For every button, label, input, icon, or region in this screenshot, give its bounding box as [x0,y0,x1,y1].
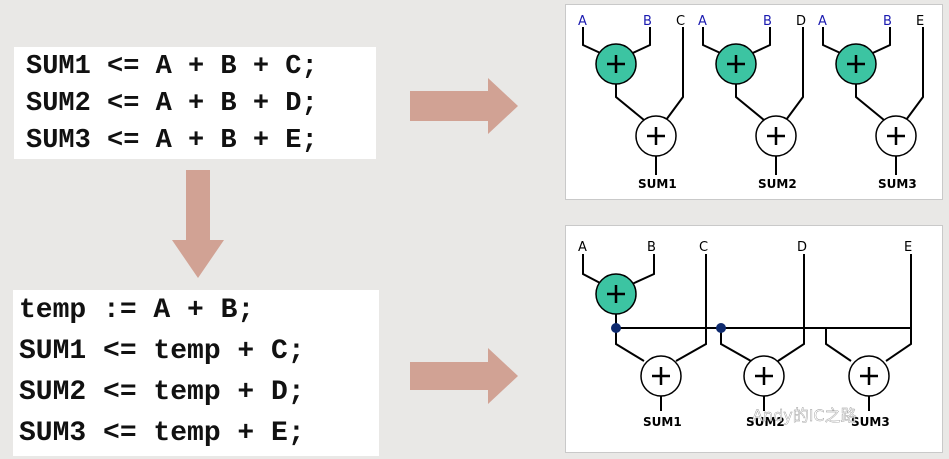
input-label-a: A [578,240,587,255]
output-label-sum2: SUM2 [758,177,797,191]
input-label-a: A [698,14,707,29]
right-arrow-icon [410,78,518,134]
adder-sum1 [640,355,682,397]
down-arrow-icon [172,170,224,278]
code-line: SUM1 <= A + B + C; [26,52,318,82]
adder-temp [595,273,637,315]
code-line: SUM1 <= temp + C; [19,336,305,367]
right-arrow-icon [410,348,518,404]
output-label-sum1: SUM1 [638,177,677,191]
junction-dot [716,323,726,333]
input-label-a: A [818,14,827,29]
code-line: SUM2 <= temp + D; [19,377,305,408]
adder-sum2 [755,115,797,157]
input-label-e: E [916,14,924,29]
output-label-sum3: SUM3 [851,415,890,429]
adder-sum1 [635,115,677,157]
adder-ab-3 [835,43,877,85]
input-label-b: B [883,14,892,29]
input-label-d: D [797,240,807,255]
input-label-c: C [699,240,708,255]
diagram-shared-adder: A B C D E SUM1 SUM2 SUM3 [565,225,943,453]
output-label-sum2: SUM2 [746,415,785,429]
input-label-d: D [796,14,806,29]
input-label-c: C [676,14,685,29]
code-line: SUM3 <= A + B + E; [26,126,318,156]
input-label-b: B [763,14,772,29]
code-block-separate-sums: SUM1 <= A + B + C; SUM2 <= A + B + D; SU… [14,47,376,159]
output-label-sum1: SUM1 [643,415,682,429]
adder-sum3 [875,115,917,157]
adder-sum3 [848,355,890,397]
input-label-b: B [643,14,652,29]
input-label-a: A [578,14,587,29]
output-label-sum3: SUM3 [878,177,917,191]
adder-ab-2 [715,43,757,85]
adder-ab-1 [595,43,637,85]
junction-dot [611,323,621,333]
code-line: temp := A + B; [19,295,255,326]
input-label-e: E [904,240,912,255]
code-line: SUM2 <= A + B + D; [26,89,318,119]
diagram-separate-adders: A B C A B D A B E SUM1 SUM2 SUM3 [565,4,943,200]
code-line: SUM3 <= temp + E; [19,418,305,449]
code-block-shared-temp: temp := A + B; SUM1 <= temp + C; SUM2 <=… [13,290,379,456]
adder-sum2 [743,355,785,397]
input-label-b: B [647,240,656,255]
